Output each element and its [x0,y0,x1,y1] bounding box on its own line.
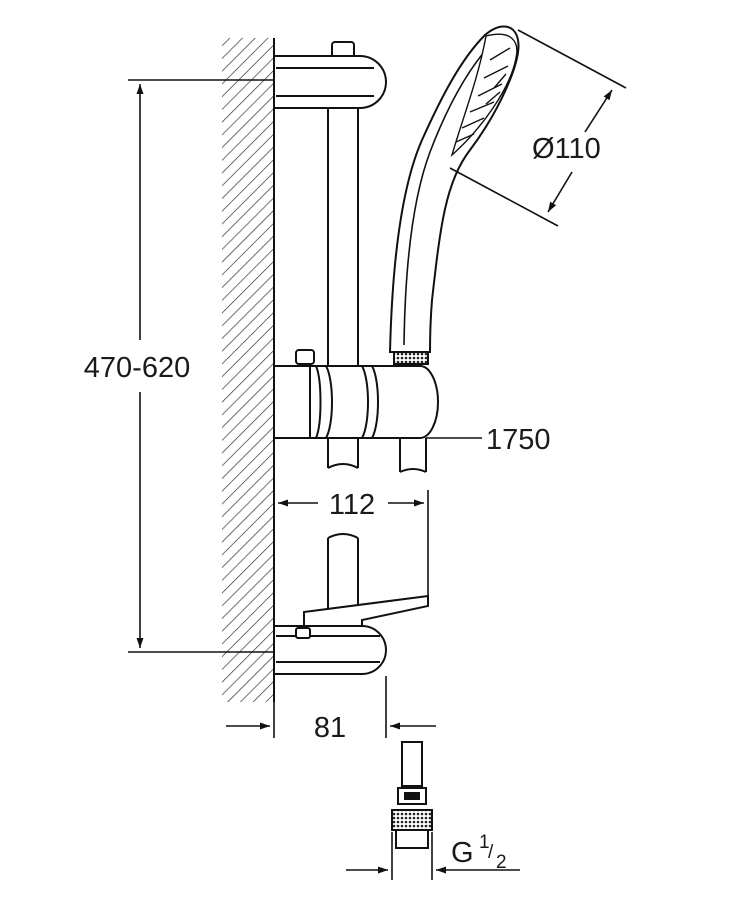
dimension-bar-height [128,79,274,653]
wall-hatching [222,38,274,702]
hose-nut-detail [391,741,433,849]
dimension-head-diameter [449,29,627,227]
head-diameter-label: Ø110 [532,133,601,165]
hose-segment [399,438,427,473]
spray-face [450,33,518,158]
thread-numerator-label: 1 [479,832,490,853]
thread-slash-label: / [488,842,494,863]
dimension-holder-projection [278,490,429,600]
bracket-projection-label: 81 [314,712,346,744]
hose-length-label: 1750 [486,424,551,456]
hand-shower-connector [393,351,429,365]
bar-height-label: 470-620 [84,352,190,384]
bottom-wall-bracket [273,594,429,675]
dimension-thread [346,832,520,880]
thread-denominator-label: 2 [496,852,507,873]
thread-prefix-label: G [451,837,474,869]
dimension-bracket-projection [226,676,436,738]
top-wall-bracket [273,41,388,109]
holder-projection-label: 112 [329,489,375,521]
slider-holder [273,349,439,439]
wall [222,38,275,702]
hand-shower [388,25,520,365]
hand-shower-inner-contour [403,44,491,346]
